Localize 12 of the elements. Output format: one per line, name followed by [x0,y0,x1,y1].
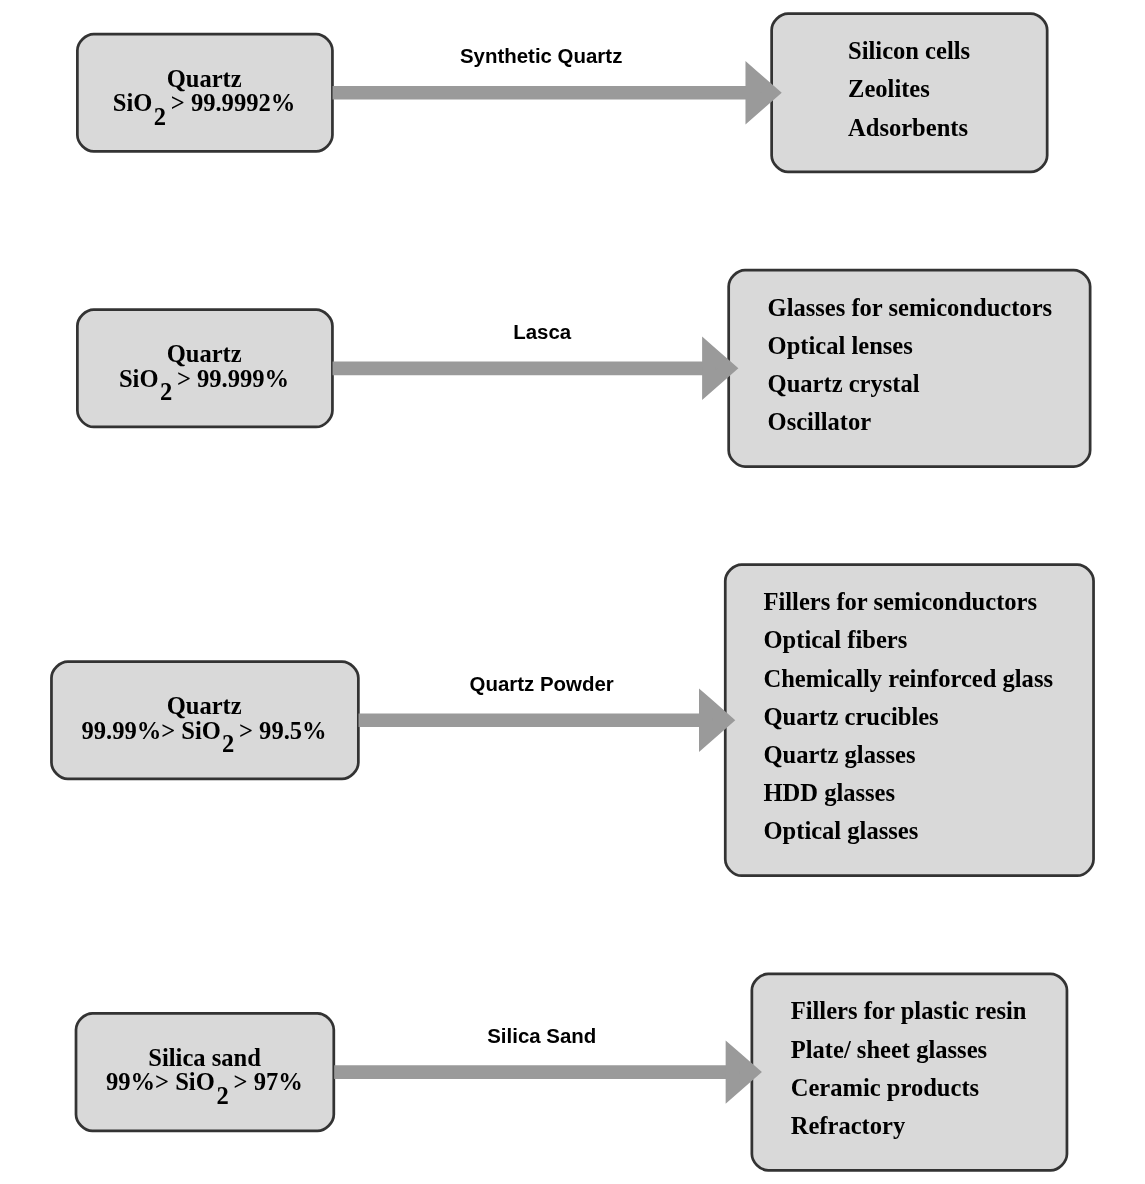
arrow [358,688,736,752]
edge-label: Silica Sand [487,1023,597,1047]
node-box: Silicon cells Zeolites Adsorbents [770,12,1049,174]
edge-label: Synthetic Quartz [459,44,623,68]
arrow [332,61,782,125]
arrow [334,1040,762,1104]
node-box: Fillers for plastic resin Plate/ sheet glasses Ceramic products Refractory [750,972,1069,1172]
arrow [332,336,739,401]
edge-label: Lasca [513,319,572,343]
edge-label: Quartz Powder [469,671,614,695]
node-box: Fillers for semiconductors Optical fibers Chemically reinforced glass Quartz crucibles Quartz glasses HDD glasses Optical glasses [723,563,1095,878]
node-box: Glasses for semiconductors Optical lenses Quartz crystal Oscillator [727,268,1092,468]
